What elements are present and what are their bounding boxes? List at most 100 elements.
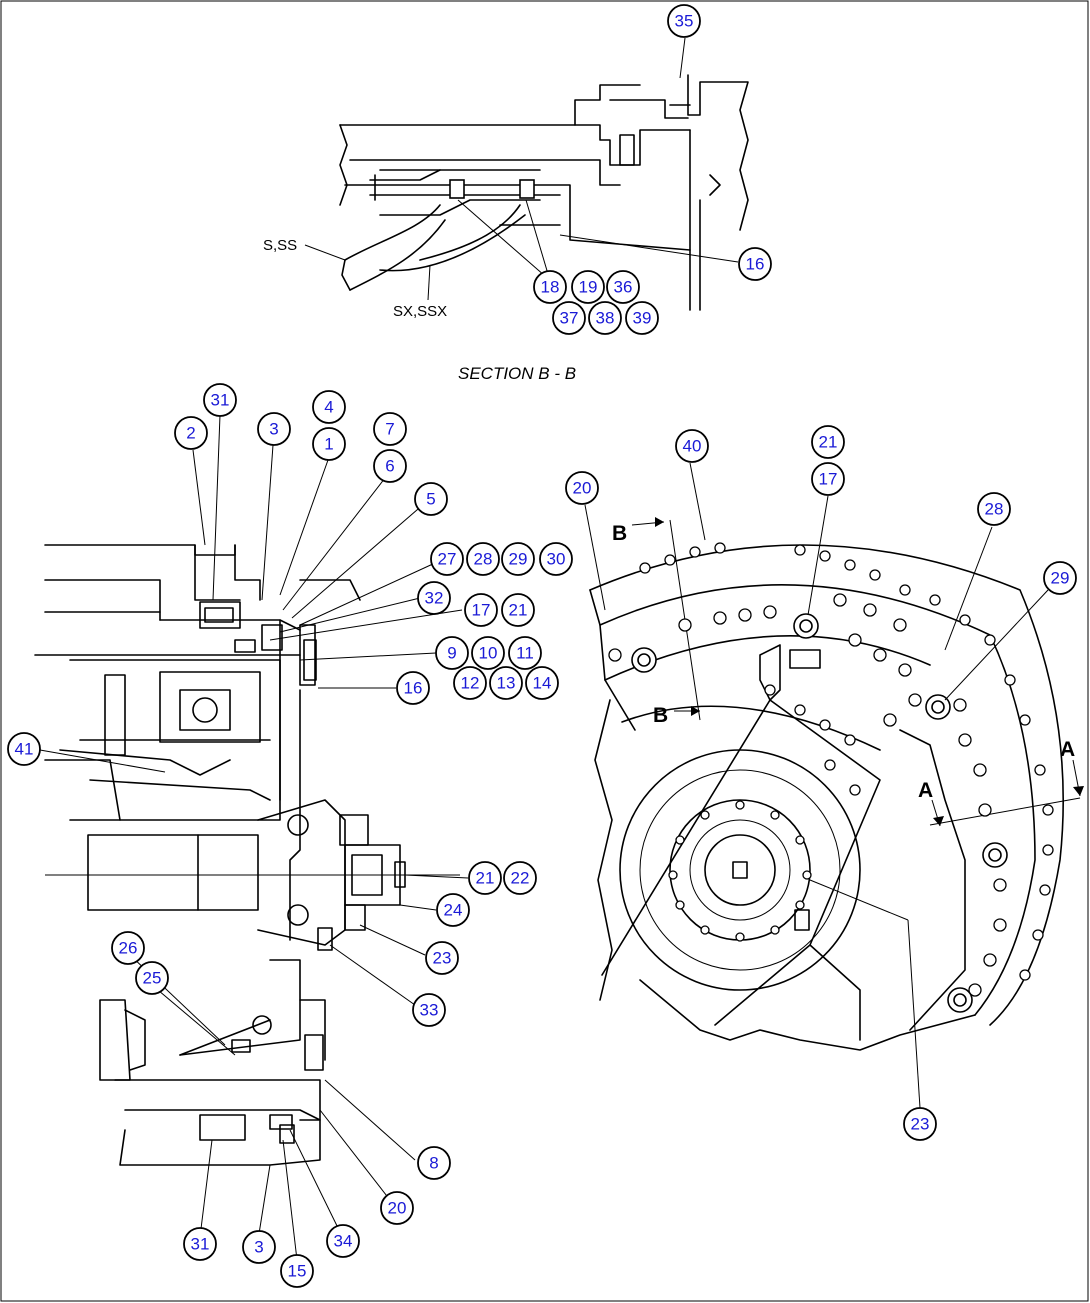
callout-31-top: 31: [203, 383, 237, 417]
callout-33: 33: [412, 993, 446, 1027]
callout-22: 22: [503, 861, 537, 895]
svg-text:28: 28: [474, 550, 493, 569]
callout-3-top: 3: [257, 412, 291, 446]
cable-label-sx-ssx: SX,SSX: [393, 303, 447, 320]
svg-text:38: 38: [596, 309, 615, 328]
svg-text:21: 21: [509, 601, 528, 620]
svg-text:21: 21: [476, 869, 495, 888]
svg-text:15: 15: [288, 1262, 307, 1281]
svg-text:28: 28: [985, 500, 1004, 519]
callout-8: 8: [417, 1146, 451, 1180]
callout-28-right: 28: [977, 492, 1011, 526]
svg-text:24: 24: [444, 901, 463, 920]
svg-text:27: 27: [438, 550, 457, 569]
callout-17-left: 17: [464, 593, 498, 627]
callout-6: 6: [373, 449, 407, 483]
svg-text:11: 11: [516, 644, 534, 663]
svg-text:25: 25: [143, 969, 162, 988]
callout-10: 10: [471, 636, 505, 670]
svg-text:2: 2: [186, 424, 195, 443]
callout-7: 7: [373, 412, 407, 446]
callout-41: 41: [7, 732, 41, 766]
callout-26: 26: [111, 931, 145, 965]
section-b-b-title: SECTION B - B: [458, 364, 576, 383]
svg-text:31: 31: [191, 1235, 210, 1254]
section-marker-b-bottom: B: [653, 704, 668, 727]
callout-2: 2: [174, 416, 208, 450]
svg-text:23: 23: [433, 949, 452, 968]
svg-text:12: 12: [461, 674, 480, 693]
callout-12: 12: [453, 666, 487, 700]
callout-29-right: 29: [1043, 561, 1077, 595]
callout-21-left: 21: [501, 593, 535, 627]
callout-20-left: 20: [380, 1191, 414, 1225]
section-b-b-drawing: [304, 37, 749, 311]
svg-text:20: 20: [388, 1199, 407, 1218]
callout-27: 27: [430, 542, 464, 576]
callout-16-top: 16: [738, 247, 772, 281]
svg-text:41: 41: [15, 740, 34, 759]
svg-text:13: 13: [497, 674, 516, 693]
callout-25: 25: [135, 961, 169, 995]
front-view-wheel-drawing: [584, 462, 1084, 1109]
callout-23-left: 23: [425, 941, 459, 975]
svg-text:33: 33: [420, 1001, 439, 1020]
svg-text:20: 20: [573, 479, 592, 498]
svg-text:37: 37: [560, 309, 579, 328]
svg-text:31: 31: [211, 391, 230, 410]
callout-11: 11: [508, 636, 542, 670]
callout-1: 1: [312, 427, 346, 461]
callout-30: 30: [539, 542, 573, 576]
svg-text:1: 1: [324, 435, 333, 454]
callout-9: 9: [435, 636, 469, 670]
callout-35: 35: [667, 4, 701, 38]
callout-34: 34: [326, 1224, 360, 1258]
cable-label-s-ss: S,SS: [263, 237, 297, 254]
svg-text:16: 16: [746, 255, 765, 274]
svg-text:36: 36: [614, 278, 633, 297]
callout-4: 4: [312, 390, 346, 424]
callout-16-mid: 16: [396, 671, 430, 705]
svg-text:34: 34: [334, 1232, 353, 1251]
svg-text:29: 29: [1051, 569, 1070, 588]
callout-31-bottom: 31: [183, 1227, 217, 1261]
svg-text:3: 3: [254, 1238, 263, 1257]
section-marker-a-left: A: [918, 779, 933, 802]
svg-text:26: 26: [119, 939, 138, 958]
svg-text:23: 23: [911, 1115, 930, 1134]
svg-text:3: 3: [269, 420, 278, 439]
callout-29-left: 29: [501, 542, 535, 576]
callout-5: 5: [414, 482, 448, 516]
callout-17-right: 17: [811, 462, 845, 496]
svg-text:8: 8: [429, 1154, 438, 1173]
callout-18: 18: [533, 270, 567, 304]
callout-36: 36: [606, 270, 640, 304]
svg-text:19: 19: [579, 278, 598, 297]
callout-37: 37: [552, 301, 586, 335]
svg-text:10: 10: [479, 644, 498, 663]
callout-24: 24: [436, 893, 470, 927]
svg-text:16: 16: [404, 679, 423, 698]
svg-text:7: 7: [385, 420, 394, 439]
callout-14: 14: [525, 666, 559, 700]
svg-text:14: 14: [533, 674, 552, 693]
section-marker-b-top: B: [612, 522, 627, 545]
svg-text:40: 40: [683, 437, 702, 456]
callout-39: 39: [625, 301, 659, 335]
svg-text:17: 17: [472, 601, 491, 620]
callout-21-hub: 21: [468, 861, 502, 895]
callout-20-right: 20: [565, 471, 599, 505]
callout-32: 32: [417, 581, 451, 615]
svg-text:4: 4: [324, 398, 333, 417]
callout-3-bottom: 3: [242, 1230, 276, 1264]
svg-text:21: 21: [819, 433, 838, 452]
svg-text:32: 32: [425, 589, 444, 608]
side-section-assembly-drawing: [34, 414, 469, 1261]
svg-text:29: 29: [509, 550, 528, 569]
svg-text:9: 9: [447, 644, 456, 663]
callout-28-left: 28: [466, 542, 500, 576]
callout-15: 15: [280, 1254, 314, 1288]
